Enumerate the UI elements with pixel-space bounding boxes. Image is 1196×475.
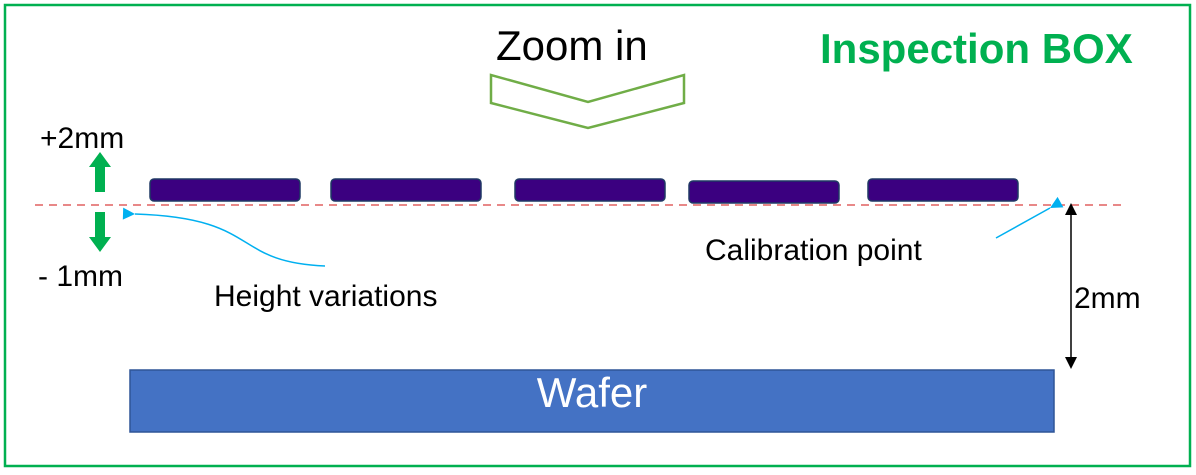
height-variations-label: Height variations: [214, 280, 438, 313]
die-row: [149, 178, 1019, 204]
calibration-point-callout: [995, 196, 1064, 239]
arrow-down-icon: [89, 212, 111, 252]
die: [330, 178, 482, 202]
zoom-chevron-icon: [489, 73, 686, 130]
distance-label: 2mm: [1074, 282, 1141, 315]
wafer: [129, 369, 1055, 433]
height-lower-limit: - 1mm: [38, 260, 123, 293]
die: [867, 178, 1019, 202]
wafer-label: Wafer: [536, 369, 648, 416]
calibration-point-label: Calibration point: [705, 234, 922, 267]
height-variations-callout: [122, 207, 326, 267]
height-upper-limit: +2mm: [40, 122, 125, 155]
inspection-box-title: Inspection BOX: [820, 25, 1133, 72]
die: [149, 178, 301, 202]
double-arrow-icon: [1065, 203, 1077, 369]
inspection-box-frame: [3, 3, 1192, 468]
zoom-in-label: Zoom in: [496, 22, 648, 69]
die: [688, 180, 840, 204]
arrow-up-icon: [89, 152, 111, 192]
die: [514, 178, 666, 202]
